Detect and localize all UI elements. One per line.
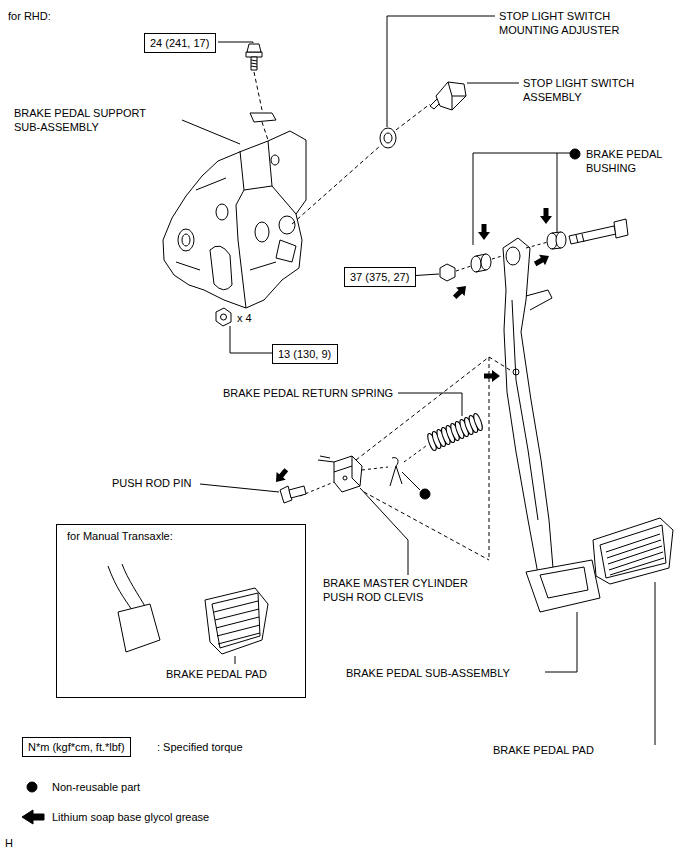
stop-light-switch: [430, 82, 466, 110]
figure-code: H: [5, 836, 13, 850]
inset-box: for Manual Transaxle: BRAKE PEDAL PAD: [56, 524, 306, 698]
part-name: BRAKE PEDAL BUSHING: [586, 147, 676, 175]
torque-box: 37 (375, 27): [344, 267, 416, 287]
torque-box: N*m (kgf*cm, ft.*lbf): [22, 737, 131, 757]
torque-value: N*m (kgf*cm, ft.*lbf): [28, 740, 125, 754]
torque-value: 24 (241, 17): [150, 36, 210, 50]
push-rod-pin: [280, 486, 306, 503]
inset-heading: for Manual Transaxle:: [67, 529, 173, 543]
legend-text: Non-reusable part: [52, 780, 140, 794]
bolt: [246, 44, 262, 70]
brake-pedal-pad: [593, 518, 673, 584]
cotter-pin: [390, 458, 402, 486]
torque-value: 13 (130, 9): [278, 347, 332, 361]
part-name: BRAKE PEDAL SUB-ASSEMBLY: [346, 666, 510, 680]
torque-value: 37 (375, 27): [350, 270, 410, 284]
part-name: PUSH ROD PIN: [112, 476, 191, 490]
return-spring: [426, 413, 484, 452]
grease-arrow: [478, 224, 490, 240]
pedal-arm: [503, 238, 553, 574]
grease-arrow: [22, 810, 44, 824]
pedal-foot: [526, 560, 600, 612]
grease-arrow: [484, 370, 500, 382]
bushing-right: [547, 232, 566, 249]
pedal-bolt: [569, 219, 628, 244]
non-reusable-dot: [27, 782, 37, 792]
legend-text: Lithium soap base glycol grease: [52, 810, 209, 824]
part-name: BRAKE PEDAL PAD: [166, 667, 267, 681]
legend-text: : Specified torque: [157, 740, 243, 754]
clip-nut: [250, 113, 276, 122]
adjuster: [380, 128, 396, 148]
grease-arrow: [450, 282, 470, 302]
quantity: x 4: [237, 311, 252, 325]
pedal-support: [163, 131, 306, 308]
grease-arrow: [532, 251, 552, 269]
bushing-left: [471, 254, 491, 272]
part-name: STOP LIGHT SWITCH MOUNTING ADJUSTER: [499, 9, 629, 37]
part-name: BRAKE MASTER CYLINDER PUSH ROD CLEVIS: [323, 576, 488, 604]
grease-arrow: [540, 208, 552, 224]
part-name: BRAKE PEDAL RETURN SPRING: [223, 386, 393, 400]
heading: for RHD:: [8, 9, 51, 23]
grease-arrow: [271, 466, 290, 486]
torque-box: 24 (241, 17): [144, 33, 216, 53]
inset-pedal: [108, 564, 268, 654]
part-name: BRAKE PEDAL PAD: [493, 743, 594, 757]
torque-box: 13 (130, 9): [272, 344, 338, 364]
part-name: STOP LIGHT SWITCH ASSEMBLY: [523, 76, 653, 104]
push-rod-clevis: [318, 456, 362, 492]
part-name: BRAKE PEDAL SUPPORT SUB-ASSEMBLY: [14, 106, 164, 134]
